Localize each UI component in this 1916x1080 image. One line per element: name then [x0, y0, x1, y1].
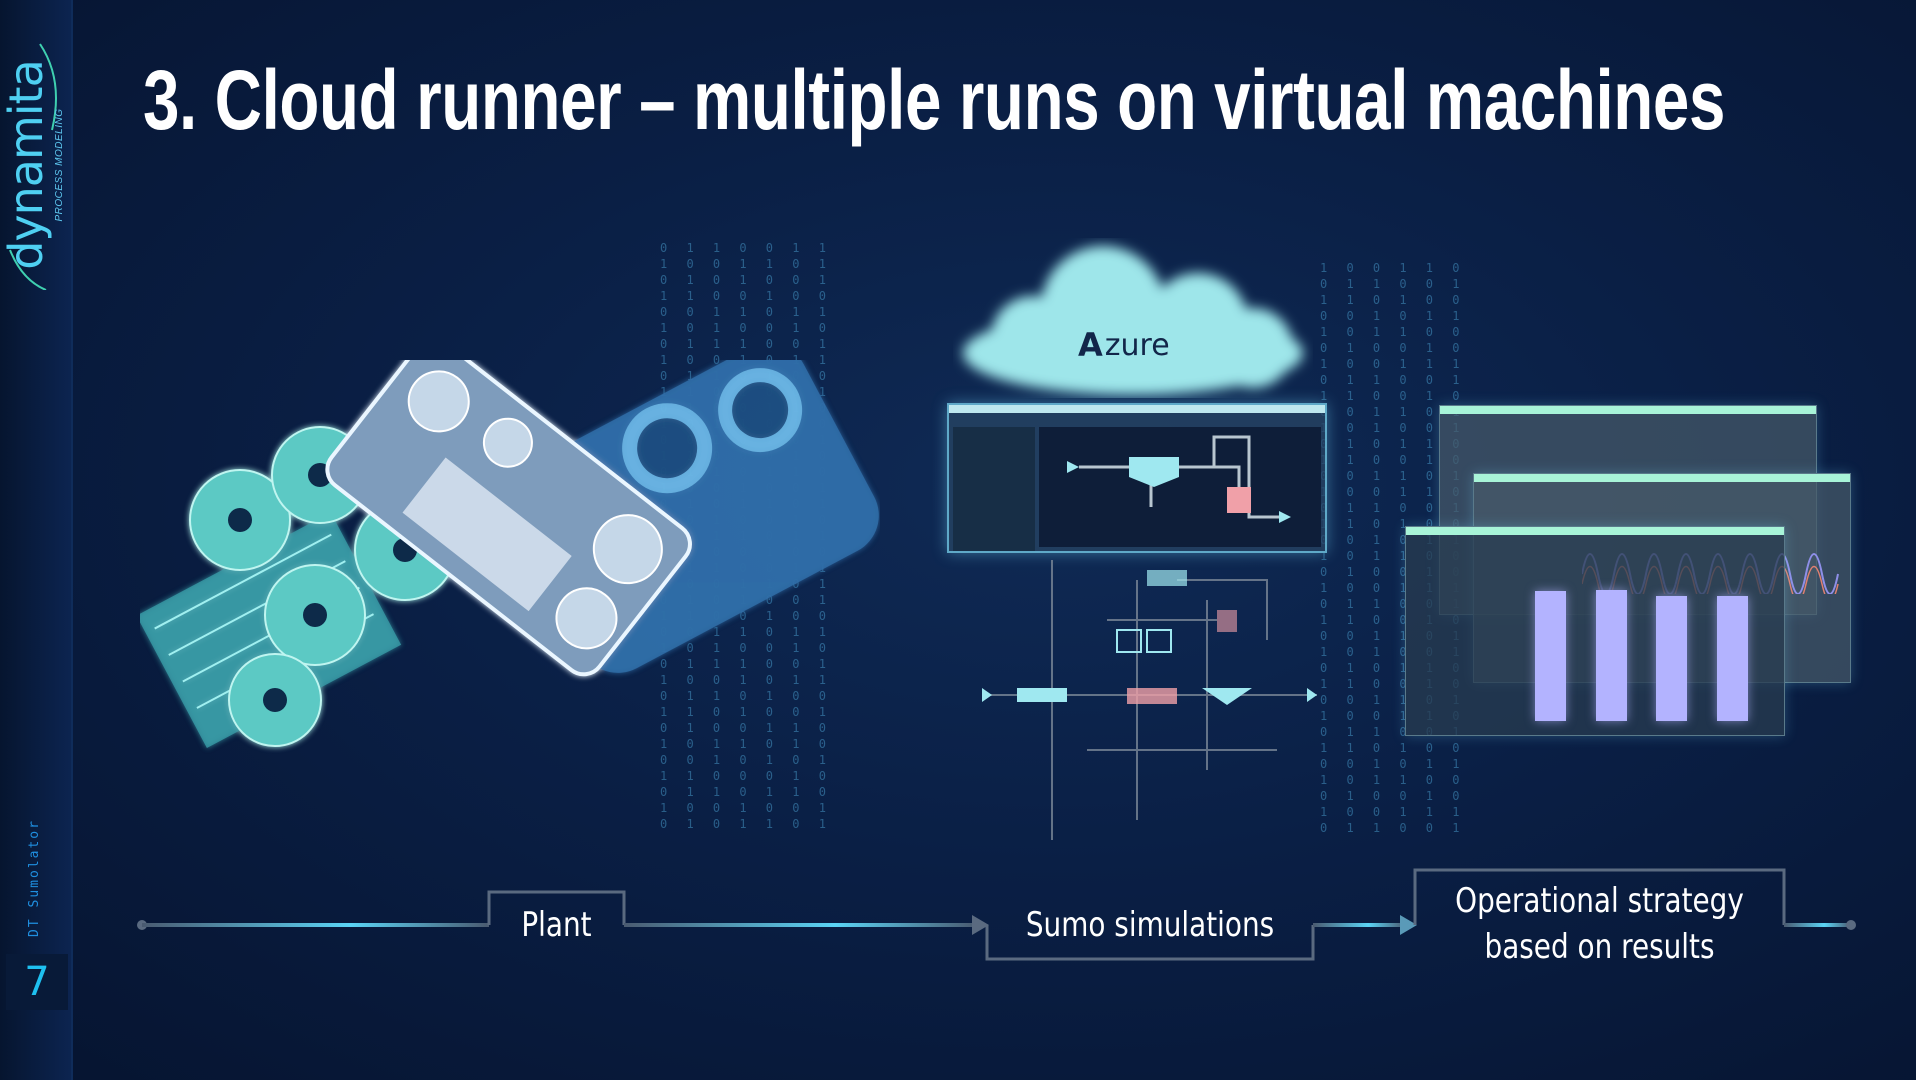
step-plant-label: Plant [521, 905, 592, 945]
step-strategy-label-2: based on results [1484, 927, 1715, 967]
connector-2 [624, 923, 976, 927]
azure-wordmark: zure [1104, 327, 1170, 363]
sumo-side-panel [953, 427, 1035, 551]
plant-box [487, 890, 626, 925]
result-bar-2 [1596, 590, 1627, 721]
timeline-end-dot [1846, 920, 1856, 930]
logo-swoosh-icon [9, 43, 57, 290]
arrow-icon-1 [972, 915, 989, 935]
sumo-app-screenshot [947, 403, 1327, 553]
azure-a-icon: A [1078, 326, 1103, 364]
sidebar: dynamita PROCESS MODELING DT Sumolator 7 [0, 0, 73, 1080]
window-titlebar [1474, 474, 1850, 482]
azure-cloud [963, 246, 1303, 395]
flowsheet-icon [1067, 435, 1291, 523]
step-strategy-label-1: Operational strategy [1455, 881, 1744, 921]
window-titlebar [949, 405, 1325, 413]
process-flow-diagram [982, 560, 1317, 840]
connector-3 [1313, 923, 1405, 927]
strategy-box [1413, 868, 1786, 925]
logo-tagline: PROCESS MODELING [54, 108, 65, 222]
window-titlebar [1406, 527, 1784, 535]
plant-illustration [140, 360, 879, 749]
step-sumo-label: Sumo simulations [1025, 905, 1275, 945]
connector-4 [1784, 923, 1851, 927]
dynamita-logo: dynamita PROCESS MODELING [0, 40, 73, 290]
result-bar-1 [1535, 591, 1566, 721]
window-titlebar [1440, 406, 1816, 414]
page-title: 3. Cloud runner – multiple runs on virtu… [143, 53, 1725, 147]
result-bar-4 [1717, 596, 1748, 721]
connector-1 [142, 923, 489, 927]
page-number: 7 [6, 954, 68, 1010]
azure-logo: A zure [1078, 326, 1170, 364]
result-bar-3 [1656, 596, 1687, 721]
logo-word: dynamita [0, 60, 53, 270]
arrow-icon-2 [1400, 915, 1417, 935]
sumo-box [985, 925, 1315, 961]
sumo-canvas [1039, 427, 1321, 547]
flow-timeline [137, 868, 1856, 961]
